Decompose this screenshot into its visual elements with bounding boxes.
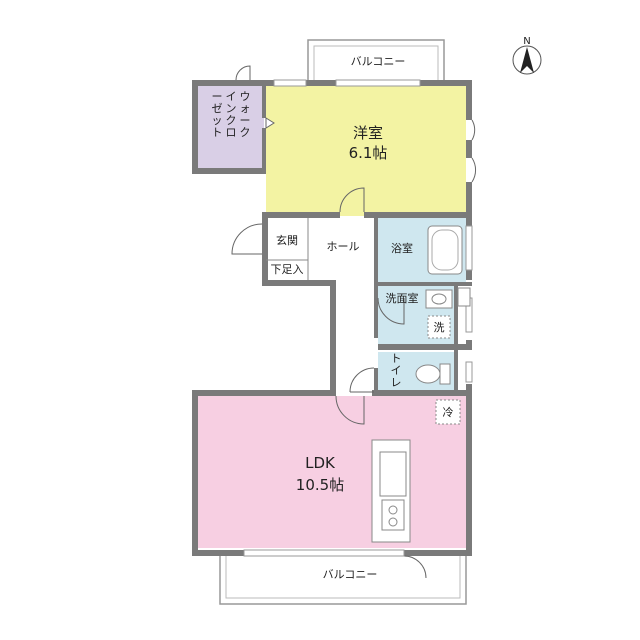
western-room [266,86,466,216]
walk-in-closet-char: ォ [240,102,251,115]
walk-in-closet [198,86,264,168]
walk-in-closet-char: ク [240,126,251,139]
compass-circle [512,45,542,75]
washbasin-icon [425,287,471,309]
walk-in-closet-char: ウ [240,90,251,103]
compass-north-label: N [523,36,530,47]
walls [192,80,472,556]
walk-in-closet-char: ー [212,90,223,103]
toilet-door-icon [349,367,375,393]
doors [231,65,476,579]
walk-in-closet-char: ク [226,114,237,127]
walk-in-closet-char: ン [226,102,237,115]
fridge-space [435,399,461,425]
closet-door-icon [265,117,275,129]
washer-space [427,315,451,339]
fridge-label: 冷 [443,406,454,419]
entrance-label: 玄関 [276,233,298,247]
ldk-size: 10.5帖 [296,476,344,494]
bathroom-label: 浴室 [391,241,413,255]
closet-exterior-door-icon [235,65,251,81]
toilet-label-char: イ [391,364,402,377]
balcony-bottom: バルコニー [219,551,467,605]
hall-area [266,218,376,394]
walk-in-closet-char: ロ [226,126,237,139]
western-room-size: 6.1帖 [349,144,388,162]
walk-in-closet-char: ー [240,114,251,127]
western-room-door-icon [339,187,365,213]
compass: N [512,36,542,75]
balcony-top-label: バルコニー [351,55,406,68]
walk-in-closet-char: ト [212,126,223,139]
shoe-cabinet-label: 下足入 [271,263,304,276]
washroom-door-icon [377,297,405,325]
toilet-label-char: ト [391,352,402,365]
hall-label: ホール [327,240,360,253]
western-room-name: 洋室 [353,124,383,142]
bathtub-icon [427,225,463,275]
toilet-label-char: レ [391,376,402,389]
washer-label: 洗 [434,321,445,334]
walk-in-closet-char: ッ [212,114,223,127]
walk-in-closet-char: イ [226,90,237,103]
toilet-icon [415,363,451,385]
walk-in-closet-char: ゼ [212,102,223,115]
ldk-name: LDK [305,454,336,472]
entrance-door-icon [231,223,263,255]
kitchen-counter [371,439,411,543]
ldk-door-icon [335,395,365,425]
ldk-room [198,396,466,548]
toilet-label: トイレ [391,352,402,389]
stove-icon [381,499,405,531]
balcony-bottom-label: バルコニー [323,568,378,581]
sink-icon [379,451,407,497]
north-arrow-icon [520,47,534,73]
partitions [266,218,309,280]
balcony-top: バルコニー [307,39,445,85]
washroom-label: 洗面室 [386,291,419,305]
